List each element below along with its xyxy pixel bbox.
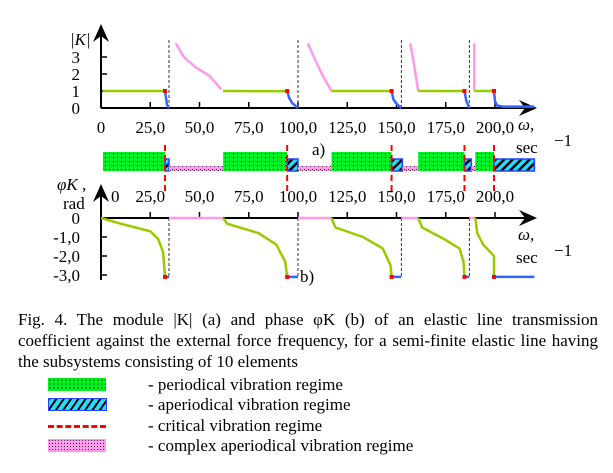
x-tick-label: 200,0 <box>476 118 514 137</box>
x-axis-label: ω, <box>518 115 534 134</box>
y-tick-label: 0 <box>72 209 81 228</box>
critical-point-marker <box>492 274 497 279</box>
regime-segment-complex <box>298 166 332 171</box>
x-tick-label: 200,0 <box>476 187 514 206</box>
x-tick-label: 0 <box>111 187 120 206</box>
x-tick-label: 150,0 <box>377 187 415 206</box>
panel-label: b) <box>300 267 314 286</box>
x-tick-label: 25,0 <box>135 187 165 206</box>
regime-segment-aperiodical <box>286 158 299 172</box>
x-tick-label: 75,0 <box>234 118 264 137</box>
y-axis-unit: rad <box>63 194 85 213</box>
x-tick-label: 50,0 <box>185 187 215 206</box>
regime-segment-periodical <box>331 152 392 171</box>
y-tick-label: -3,0 <box>53 266 80 285</box>
series-periodical <box>474 217 496 277</box>
x-tick-label: 150,0 <box>377 118 415 137</box>
critical-point-marker <box>462 89 467 93</box>
regime-segment-aperiodical <box>390 158 404 172</box>
x-tick-label: 50,0 <box>185 118 215 137</box>
series-aperiodical <box>285 90 299 109</box>
regime-segment-aperiodical <box>463 158 473 172</box>
complex-swatch <box>48 439 106 452</box>
regime-segment-complex <box>471 166 476 171</box>
x-tick-label: 175,0 <box>427 187 465 206</box>
series-periodical <box>417 217 466 277</box>
y-tick-label: -2,0 <box>53 247 80 266</box>
regime-segment-aperiodical <box>493 158 536 172</box>
x-tick-label: 75,0 <box>234 187 264 206</box>
critical-point-marker <box>163 89 168 93</box>
x-axis-unit-exponent: −1 <box>554 131 572 150</box>
critical-point-marker <box>462 274 467 279</box>
series-complex <box>174 42 223 91</box>
series-periodical <box>100 216 167 277</box>
series-periodical <box>330 217 393 278</box>
series-aperiodical <box>390 90 403 109</box>
series-complex <box>306 42 333 92</box>
y-tick-label: -1,0 <box>53 228 80 247</box>
x-tick-label: 100,0 <box>279 118 317 137</box>
regime-strip <box>102 145 536 192</box>
series-complex <box>409 43 420 92</box>
x-axis-unit-exponent: −1 <box>554 241 572 260</box>
y-axis-label: φK , <box>57 175 86 194</box>
x-tick-label: 125,0 <box>328 118 366 137</box>
periodical-swatch <box>48 378 106 391</box>
x-tick-label: 175,0 <box>427 118 465 137</box>
panel-label: a) <box>312 140 325 159</box>
legend-label: - aperiodical vibration regime <box>148 395 351 414</box>
y-tick-label: 2 <box>72 65 81 84</box>
legend-label: - critical vibration regime <box>148 416 323 435</box>
critical-point-marker <box>492 89 497 93</box>
x-tick-label: 125,0 <box>328 187 366 206</box>
series-aperiodical <box>463 90 471 109</box>
legend-label: - complex aperiodical vibration regime <box>148 436 414 455</box>
regime-segment-complex <box>402 166 419 171</box>
critical-point-marker <box>163 274 168 279</box>
y-tick-label: 1 <box>72 82 81 101</box>
x-axis-unit: sec <box>516 138 538 157</box>
x-tick-label: 25,0 <box>135 118 165 137</box>
regime-segment-periodical <box>102 152 166 171</box>
critical-point-marker <box>285 89 290 93</box>
x-tick-label: 100,0 <box>279 187 317 206</box>
aperiodical-swatch <box>48 398 107 411</box>
critical-point-marker <box>285 274 290 279</box>
critical-point-marker <box>389 274 394 279</box>
critical-point-marker <box>389 89 394 93</box>
x-axis-label: ω, <box>518 225 534 244</box>
regime-segment-periodical <box>223 152 288 171</box>
regime-segment-periodical <box>418 152 465 171</box>
figure-caption: Fig. 4. The module |K| (a) and phase φK … <box>18 310 598 371</box>
critical-swatch <box>48 425 106 428</box>
regime-segment-periodical <box>475 152 495 171</box>
x-axis-unit: sec <box>516 248 538 267</box>
y-tick-label: 0 <box>72 99 81 118</box>
y-axis-label: |K| <box>70 30 91 49</box>
series-periodical <box>222 217 289 278</box>
legend-label: - periodical vibration regime <box>148 375 343 394</box>
series-aperiodical <box>492 90 535 108</box>
x-tick-label: 0 <box>97 118 106 137</box>
regime-segment-complex <box>168 166 224 171</box>
y-tick-label: 3 <box>72 48 81 67</box>
series-aperiodical <box>163 90 171 109</box>
panel-a: 0 25,0 50,0 75,0 100,0 125,0 150,0 175,0 200,0 01… <box>70 24 572 159</box>
